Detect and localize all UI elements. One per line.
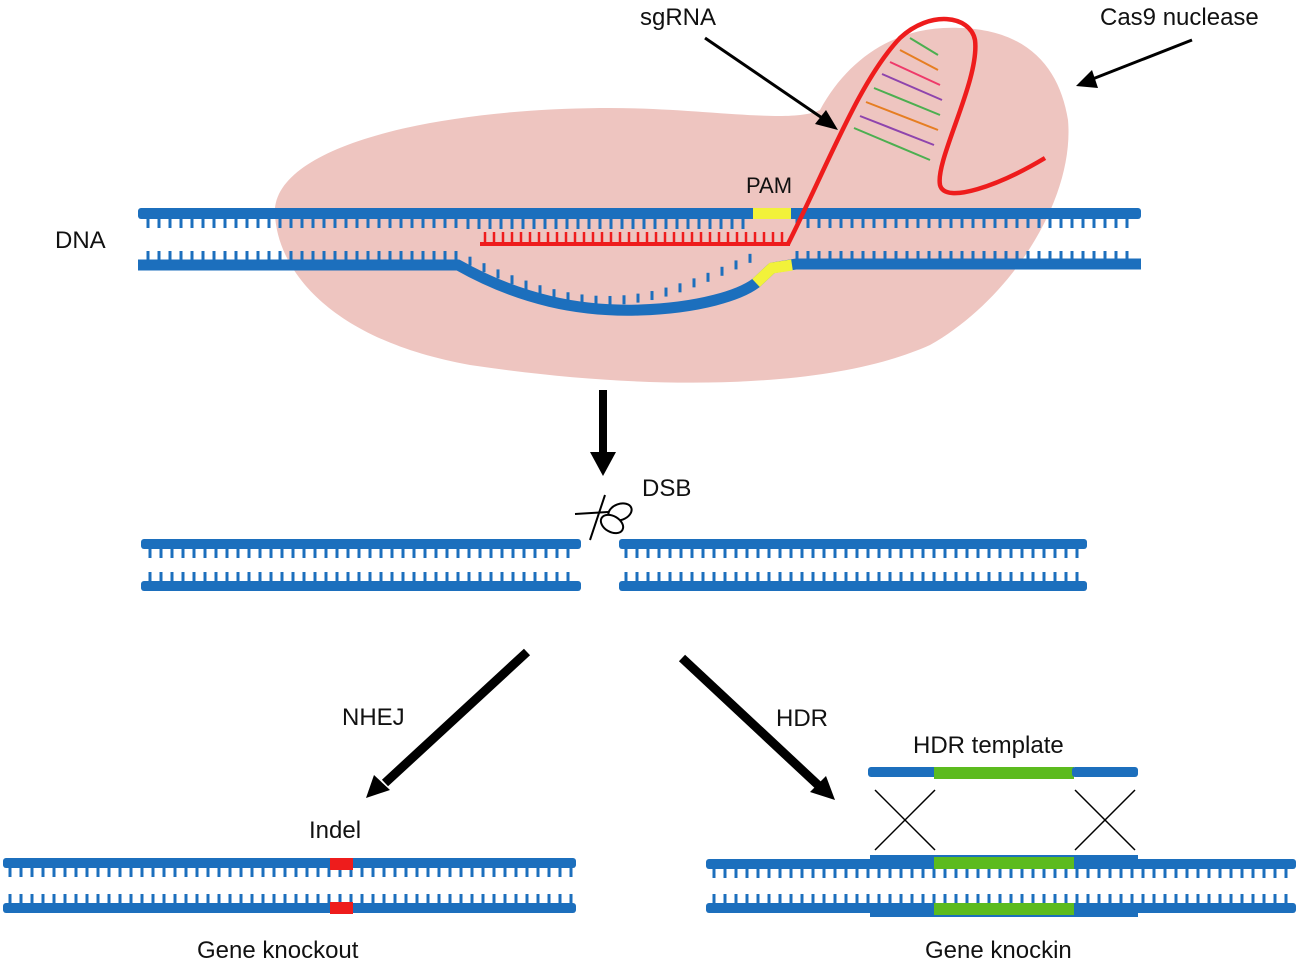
hdr-arrow-shaft [678,654,822,789]
hdr-template-label: HDR template [913,732,1064,759]
sgrna-pointer-arrowhead [815,110,838,130]
cas9-nuclease-body [274,27,1069,383]
gene-knockout-label: Gene knockout [197,937,359,962]
open-strand-ticks [468,253,752,305]
dna-top-strand [138,208,1141,219]
scissors-icon [574,494,633,541]
broken-dna-left-bottom [141,581,581,591]
dna-base-pairs [146,219,1129,260]
hdr-template-right-arm [1072,767,1138,777]
broken-dna-right-top [619,539,1087,549]
hdr-arrowhead [810,776,835,800]
hdr-label: HDR [776,705,828,732]
knockin-dna [706,855,1296,917]
hdr-template [868,767,1138,779]
knockout-dna [3,858,576,914]
pam-site-top [753,208,791,219]
knockout-dna-bottom [3,903,576,913]
indel-mark-top [330,858,353,870]
sgrna-scaffold [785,16,1047,246]
broken-dna-left-top [141,539,581,549]
indel-mark-bottom [330,902,353,914]
dna-bottom-strand [138,258,1141,316]
homologous-crossover-marks [874,789,1136,851]
knockout-dna-top [3,858,576,868]
broken-dna [141,539,1087,591]
knockin-insert-top [934,857,1074,869]
sgrna-pointer-line [704,36,829,124]
sgrna-guide-ticks [483,232,784,244]
cleavage-arrowhead [590,452,616,476]
cas9-complex [138,16,1141,383]
sgrna-stem-pairs [853,37,943,161]
pam-site-bottom [752,259,793,288]
indel-label: Indel [309,817,361,844]
cas9-pointer-arrowhead [1076,70,1098,88]
dna-label: DNA [55,227,106,254]
broken-dna-base-pairs [148,549,1079,581]
knockin-insert-bottom [934,903,1074,915]
nhej-label: NHEJ [342,704,405,731]
knockin-dna-base-pairs [712,869,1288,903]
cas9-pointer-line [1089,38,1193,82]
gene-knockin-label: Gene knockin [925,937,1072,962]
broken-dna-right-bottom [619,581,1087,591]
hdr-template-insert [934,767,1074,779]
nhej-arrowhead [366,775,390,798]
nhej-arrow-shaft [381,648,531,787]
hdr-template-left-arm [868,767,938,777]
sgrna-label: sgRNA [640,4,716,31]
knockout-dna-base-pairs [8,868,573,903]
pam-label: PAM [746,173,792,198]
cas9-label: Cas9 nuclease [1100,4,1259,31]
dsb-label: DSB [642,475,691,502]
